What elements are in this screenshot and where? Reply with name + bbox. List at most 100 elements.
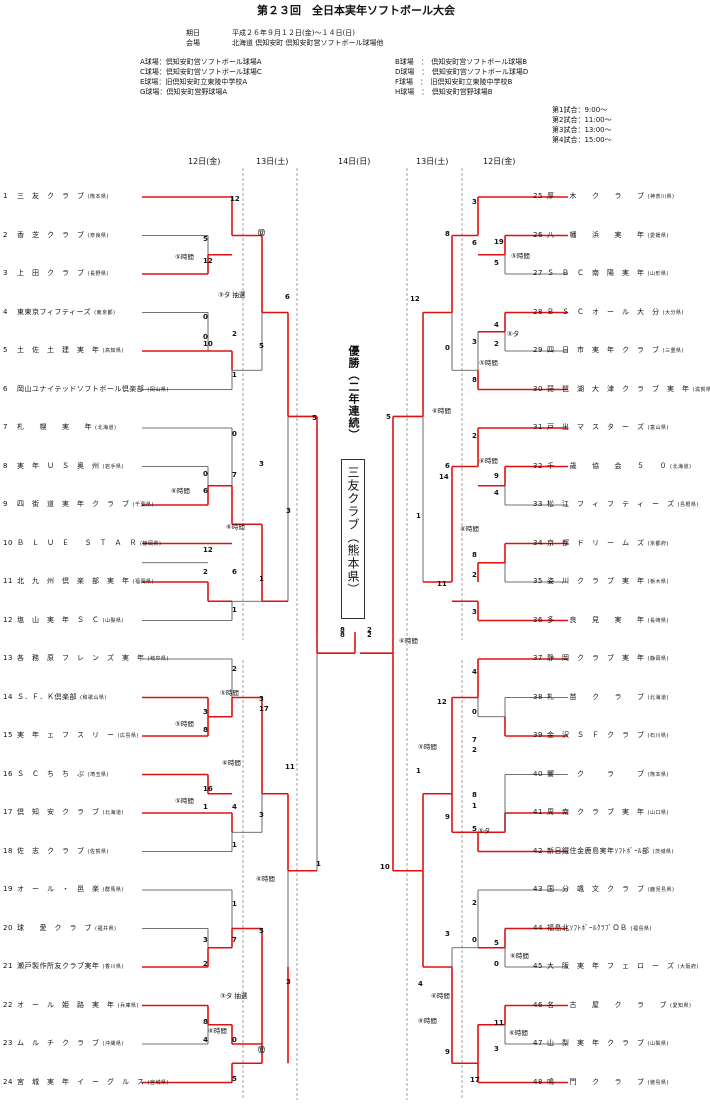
team-prefecture: (三重県) bbox=[662, 348, 684, 354]
team-number: 21 bbox=[3, 962, 13, 970]
team-name: 実 年 ェ フ ス リ ー bbox=[17, 731, 115, 739]
score: 8 bbox=[472, 551, 477, 559]
team-number: 9 bbox=[3, 500, 8, 508]
score: 17 bbox=[470, 1076, 480, 1084]
game-note: ⑤タ bbox=[507, 330, 520, 338]
team-number: 14 bbox=[3, 692, 13, 701]
team-number: 15 bbox=[3, 731, 13, 739]
score: 4 bbox=[232, 803, 237, 811]
field-item: H球場 ： 倶知安町営野球場B bbox=[395, 88, 493, 96]
team-prefecture: (宮城県) bbox=[147, 1079, 169, 1086]
team-prefecture: (岡山県) bbox=[147, 386, 169, 393]
score: 9 bbox=[445, 813, 450, 821]
team-prefecture: (岩手県) bbox=[102, 463, 124, 470]
score: 5 bbox=[312, 414, 317, 422]
team-name: 響 ク ラ ブ bbox=[547, 769, 645, 778]
team-prefecture: (栃木県) bbox=[647, 579, 669, 585]
field-item: B球場 ： 倶知安町営ソフトボール球場B bbox=[395, 58, 528, 66]
team-prefecture: (沖縄県) bbox=[102, 1041, 124, 1047]
champion-team: 三友クラブ（熊本県） bbox=[346, 466, 360, 596]
team-number: 41 bbox=[533, 808, 543, 816]
day-header-right-2: 12日(金) bbox=[483, 157, 516, 166]
game-time: 第1試合：9:00～ bbox=[552, 106, 608, 114]
team-name: 周 南 ク ラ ブ 実 年 bbox=[547, 808, 645, 816]
team-name: 岡山ユナイテッドソフトボール倶楽部 bbox=[17, 384, 145, 393]
score: 3 bbox=[472, 608, 477, 616]
team-name: 国 分 颯 文 ク ラ ブ bbox=[547, 885, 645, 893]
game-note: ⑥時間 bbox=[510, 952, 529, 960]
score: 9 bbox=[494, 472, 499, 480]
team-prefecture: (静岡県) bbox=[647, 656, 669, 662]
game-note: ⑥時間 bbox=[171, 487, 190, 495]
team-prefecture: (神奈川県) bbox=[647, 194, 675, 200]
score: 19 bbox=[494, 238, 504, 246]
team-prefecture: (滋賀県) bbox=[692, 386, 710, 393]
final-score-left: 8 bbox=[340, 631, 345, 639]
score: 1 bbox=[232, 841, 237, 849]
team-prefecture: (山梨県) bbox=[102, 617, 124, 624]
team-name: 瀬戸製作所友クラブ実年 bbox=[17, 962, 100, 970]
score: 8 bbox=[445, 230, 450, 238]
score: 4 bbox=[494, 489, 499, 497]
game-note: ⑤時間 bbox=[175, 720, 194, 728]
score: 0 bbox=[232, 430, 237, 438]
team-number: 29 bbox=[533, 346, 543, 354]
team-number: 11 bbox=[3, 577, 13, 585]
score: 12 bbox=[203, 257, 213, 265]
team-name: 琵 琶 湖 大 津 ク ラ ブ 実 年 bbox=[547, 384, 690, 393]
score: 17 bbox=[259, 705, 269, 713]
team-name: 上 田 ク ラ ブ bbox=[17, 269, 85, 277]
team-name: 厚 木 ク ラ ブ bbox=[547, 192, 645, 200]
team-number: 33 bbox=[533, 500, 543, 508]
team-number: 2 bbox=[3, 230, 8, 239]
team-prefecture: (茨城県) bbox=[652, 848, 674, 855]
score: 5 bbox=[386, 413, 391, 421]
team-name: 福島北ｿﾌﾄﾎﾞｰﾙｸﾗﾌﾞＯＢ bbox=[547, 923, 628, 932]
game-time: 第2試合：11:00～ bbox=[552, 116, 612, 124]
team-number: 19 bbox=[3, 885, 13, 893]
team-number: 43 bbox=[533, 885, 543, 893]
score: 2 bbox=[472, 571, 477, 579]
score: 6 bbox=[285, 293, 290, 301]
game-note: ⑤時間 bbox=[511, 252, 530, 260]
team-number: 48 bbox=[533, 1077, 543, 1086]
score: 10 bbox=[203, 340, 213, 348]
team-name: 金 沢 Ｓ Ｆ ク ラ ブ bbox=[547, 731, 645, 739]
score: 12 bbox=[410, 295, 420, 303]
score: 8 bbox=[203, 726, 208, 734]
team-prefecture: (愛知県) bbox=[670, 1002, 692, 1009]
team-number: 17 bbox=[3, 808, 13, 816]
score: 12 bbox=[203, 546, 213, 554]
score: 2 bbox=[203, 568, 208, 576]
team-name: Ｓ．Ｆ．Ｋ倶楽部 bbox=[17, 692, 77, 701]
score: 2 bbox=[494, 340, 499, 348]
score: 6 bbox=[472, 239, 477, 247]
score: 3 bbox=[203, 936, 208, 944]
team-prefecture: (香川県) bbox=[102, 964, 124, 970]
day-header-left-2: 13日(土) bbox=[256, 157, 289, 166]
final-score-right: 2 bbox=[367, 631, 372, 639]
team-name: 札 苗 ク ラ ブ bbox=[547, 692, 645, 701]
team-prefecture: (山梨県) bbox=[647, 1041, 669, 1047]
score: 5 bbox=[259, 342, 264, 350]
score: 6 bbox=[232, 568, 237, 576]
team-number: 22 bbox=[3, 1000, 13, 1009]
game-note: ⑥時間 bbox=[208, 1027, 227, 1035]
